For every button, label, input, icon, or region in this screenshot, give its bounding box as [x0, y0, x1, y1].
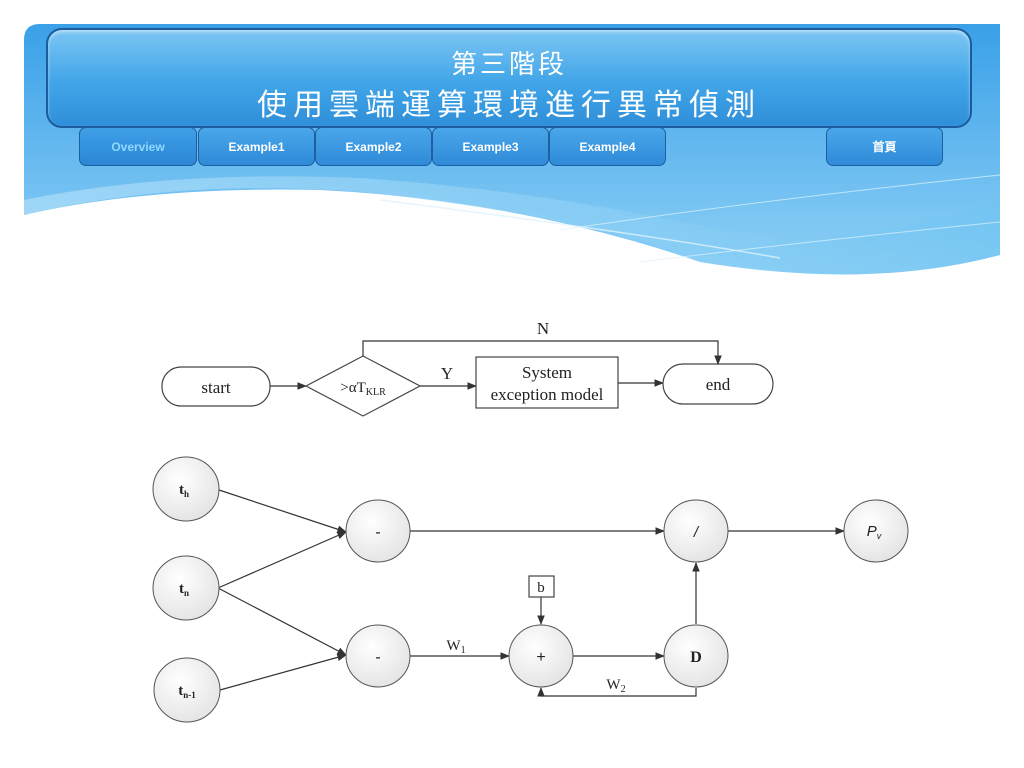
node-minus-top-label: - [375, 524, 380, 541]
node-t-h-label: th [179, 482, 189, 499]
node-t-n-1-label: tn-1 [178, 683, 196, 700]
decision-label: >αTKLR [340, 380, 386, 398]
tab-example2[interactable]: Example2 [315, 127, 432, 166]
node-t-n-label: tn [179, 581, 189, 598]
arrow-no [362, 340, 722, 365]
process-label-line1: System [522, 363, 572, 382]
node-minus-bottom-label: - [375, 649, 380, 666]
start-label: start [201, 378, 231, 397]
weight-w1-label: W1 [446, 638, 465, 656]
edge-th-minus-top [218, 489, 347, 533]
node-divide [663, 499, 729, 563]
no-label: N [537, 319, 549, 338]
diagram-canvas: start >αTKLR Y System exception model en… [152, 319, 909, 723]
node-divide-label: / [693, 524, 700, 541]
node-d [663, 624, 729, 688]
end-label: end [706, 375, 731, 394]
node-minus-bottom [345, 624, 411, 688]
bias-label: b [537, 580, 545, 596]
page-title-line-2: 使用雲端運算環境進行異常偵測 [257, 88, 761, 123]
yes-label: Y [441, 364, 453, 383]
flowchart: start >αTKLR Y System exception model en… [161, 319, 774, 417]
node-plus [508, 624, 574, 688]
tab-example3[interactable]: Example3 [432, 127, 549, 166]
tab-example1[interactable]: Example1 [198, 127, 315, 166]
edge-d-feedback [537, 687, 697, 697]
edge-tn1-minus-bottom [219, 653, 347, 691]
bias-box [528, 575, 555, 598]
process-box [475, 356, 619, 409]
node-plus-label: + [536, 649, 545, 666]
node-output [843, 499, 909, 563]
edge-tn-minus-bottom [217, 587, 347, 656]
edge-tn-minus-top [217, 531, 347, 589]
title-banner: 第三階段 使用雲端運算環境進行異常偵測 [46, 28, 972, 128]
tab-example4[interactable]: Example4 [549, 127, 666, 166]
page-title-line-1: 第三階段 [450, 50, 567, 80]
node-d-label: D [690, 649, 702, 666]
process-label-line2: exception model [491, 385, 604, 404]
network-diagram: W1 W2 b th tn tn-1 - - / + D Pv [152, 456, 909, 723]
node-output-label: Pv [867, 523, 882, 541]
weight-w2-label: W2 [606, 677, 625, 695]
home-button[interactable]: 首頁 [826, 127, 943, 166]
tab-overview[interactable]: Overview [79, 127, 197, 166]
node-minus-top [345, 499, 411, 563]
node-t-n-1 [153, 657, 221, 723]
node-t-h [152, 456, 220, 522]
node-t-n [152, 555, 220, 621]
